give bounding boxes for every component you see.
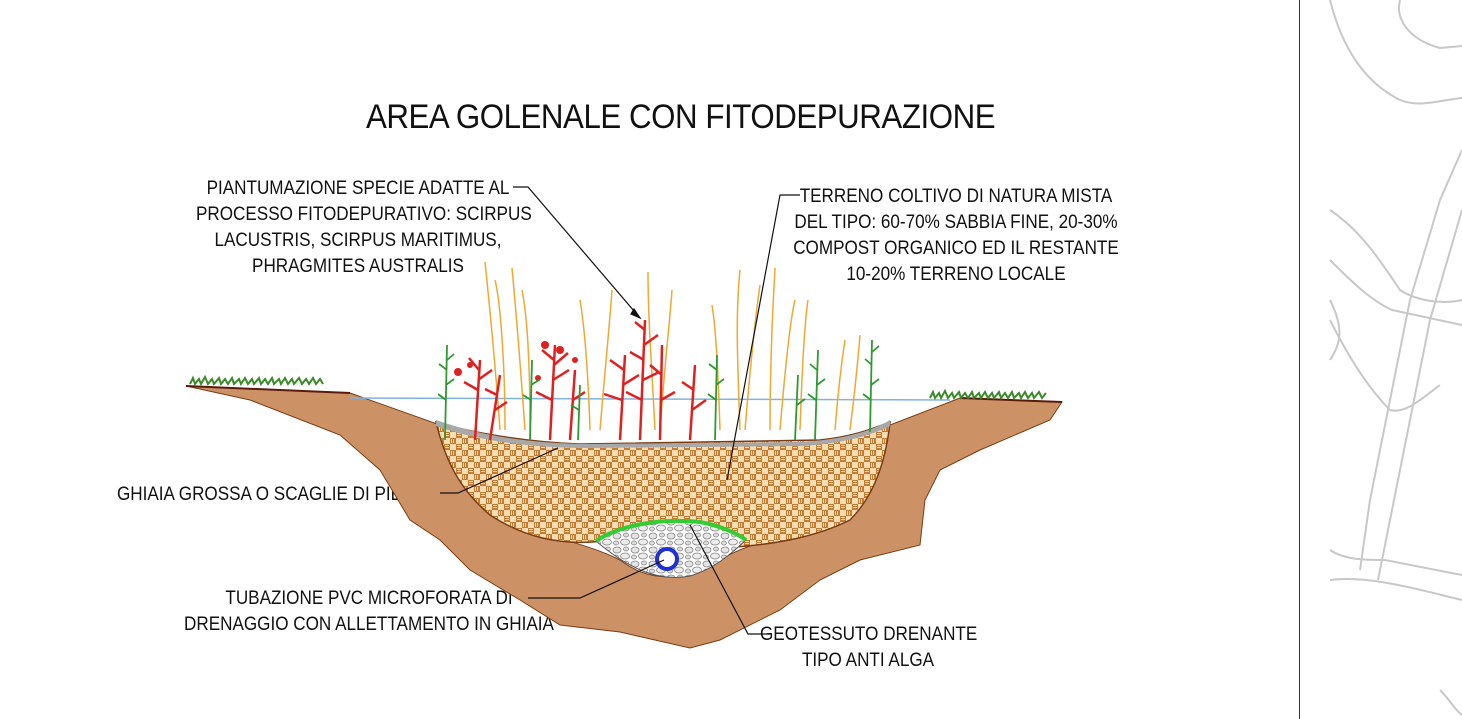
label-soil: TERRENO COLTIVO DI NATURA MISTA DEL TIPO… bbox=[793, 186, 1119, 285]
label-geotextile: GEOTESSUTO DRENANTE TIPO ANTI ALGA bbox=[760, 624, 978, 671]
soil-layer bbox=[434, 420, 891, 549]
diagram-title: AREA GOLENALE CON FITODEPURAZIONE bbox=[366, 98, 996, 136]
red-plants bbox=[463, 319, 707, 441]
label-pipe: TUBAZIONE PVC MICROFORATA DI DRENAGGIO C… bbox=[184, 588, 554, 635]
green-plants bbox=[437, 339, 880, 441]
sheet-border bbox=[1299, 0, 1300, 719]
water-level bbox=[349, 397, 951, 401]
grass-banks bbox=[185, 374, 1063, 403]
leader-lines bbox=[440, 186, 800, 635]
map-fragment bbox=[1329, 0, 1462, 716]
red-flowers bbox=[454, 341, 578, 381]
pvc-pipe bbox=[655, 547, 679, 571]
geotextile-line bbox=[594, 518, 748, 543]
label-planting: PIANTUMAZIONE SPECIE ADATTE AL PROCESSO … bbox=[196, 178, 532, 277]
